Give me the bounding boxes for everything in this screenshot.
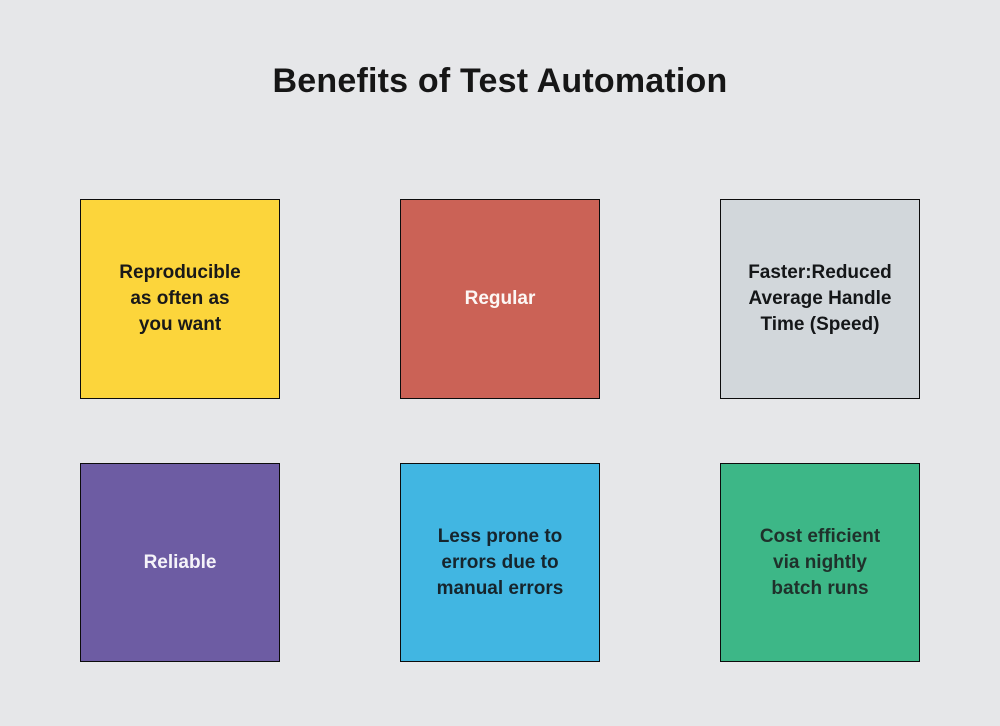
card-regular-label: Regular <box>464 288 536 309</box>
card-reliable-label: Reliable <box>143 551 217 573</box>
card-faster: Faster:Reduced Average Handle Time (Spee… <box>720 199 920 399</box>
card-reliable: Reliable <box>80 463 280 662</box>
card-less-errors: Less prone to errors due to manual error… <box>400 463 600 662</box>
card-reproducible: Reproducible as often as you want <box>80 199 280 399</box>
card-reproducible-label: Reproducible as often as you want <box>119 262 241 335</box>
card-regular: Regular <box>400 199 600 399</box>
card-cost-efficient-label: Cost efficient via nightly batch runs <box>759 525 881 599</box>
card-less-errors-label: Less prone to errors due to manual error… <box>436 525 564 599</box>
card-faster-label: Faster:Reduced Average Handle Time (Spee… <box>748 262 892 335</box>
card-cost-efficient: Cost efficient via nightly batch runs <box>720 463 920 662</box>
diagram-title: Benefits of Test Automation <box>272 62 728 100</box>
